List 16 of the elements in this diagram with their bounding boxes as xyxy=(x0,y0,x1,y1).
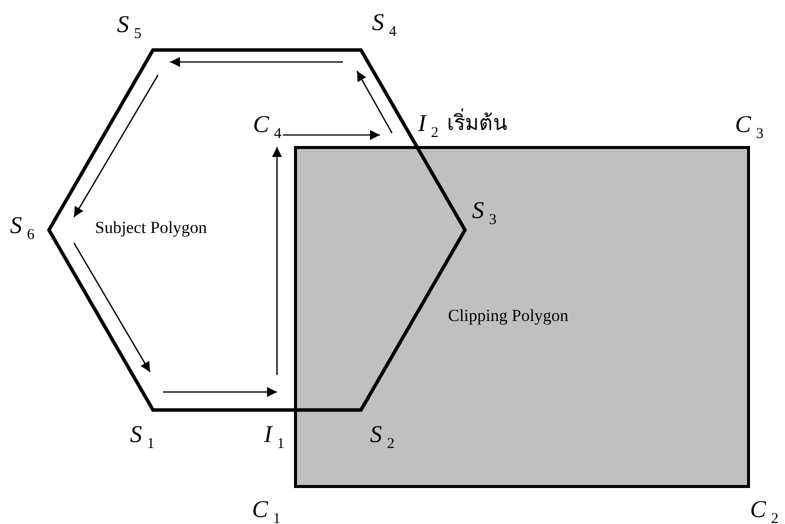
start-label: เริ่มต้น xyxy=(447,110,507,136)
vertex-label: C$_{3}$ xyxy=(735,112,764,144)
vertex-label: S$_{5}$ xyxy=(117,12,142,44)
vertex-label: S$_{6}$ xyxy=(10,213,34,245)
vertex-label: S$_{3}$ xyxy=(472,198,496,230)
vertex-label: S$_{2}$ xyxy=(370,422,394,454)
vertex-label: C$_{1}$ xyxy=(252,497,281,524)
polygon-name: Subject Polygon xyxy=(95,218,207,238)
vertex-label: I$_{2}$ xyxy=(418,111,438,143)
vertex-label: C$_{2}$ xyxy=(750,497,779,524)
vertex-label: C$_{4}$ xyxy=(253,112,282,144)
clipping-rectangle xyxy=(294,146,750,488)
vertex-label: S$_{4}$ xyxy=(372,10,396,42)
vertex-label: S$_{1}$ xyxy=(130,422,154,454)
polygon-name: Clipping Polygon xyxy=(448,306,568,326)
vertex-label: I$_{1}$ xyxy=(264,422,284,454)
